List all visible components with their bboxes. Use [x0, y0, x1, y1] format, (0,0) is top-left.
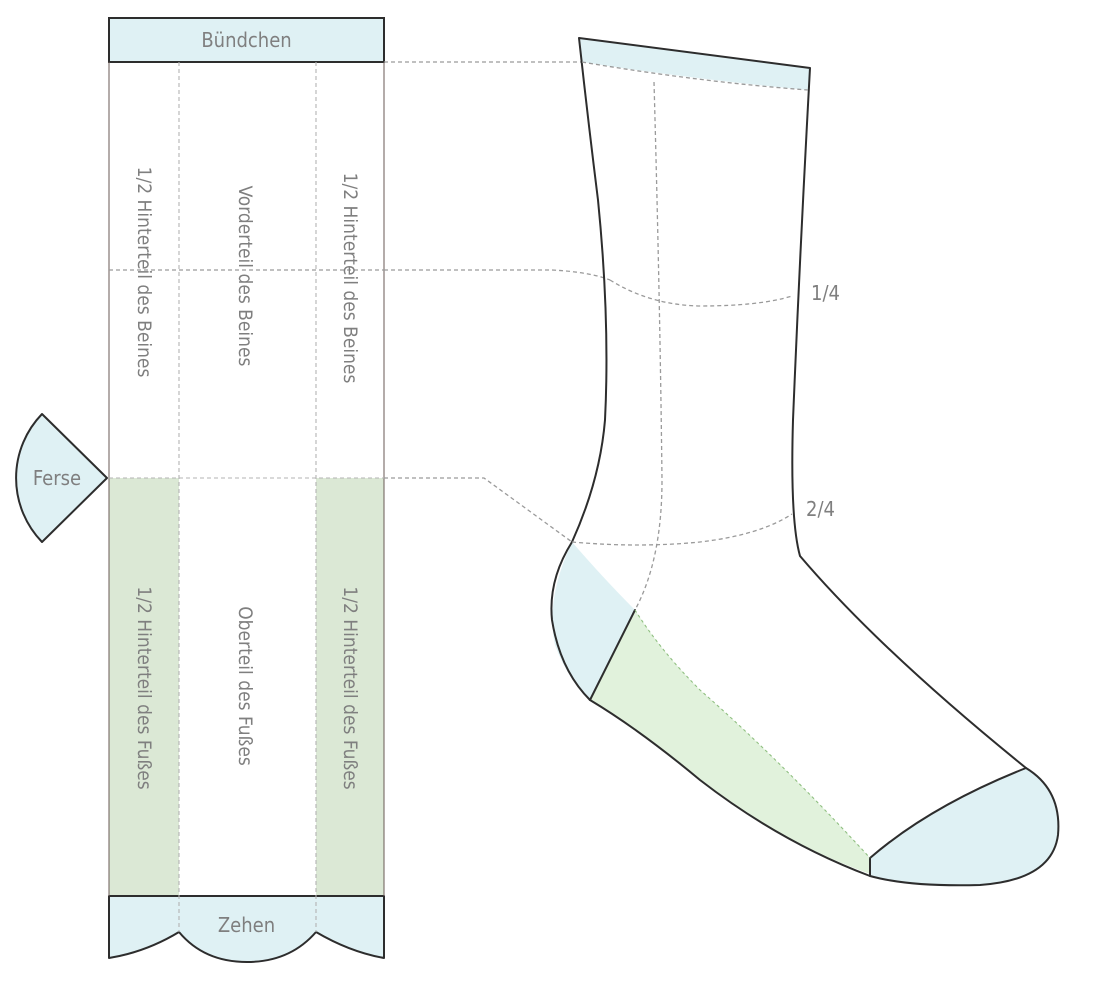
sock-sole-line — [634, 609, 871, 859]
toe-label: Zehen — [218, 913, 275, 937]
leg-front-label: Vorderteil des Beines — [234, 186, 256, 367]
quarter-2-label: 2/4 — [806, 497, 835, 521]
sock-center-line — [634, 81, 663, 611]
sock-illustration: 1/4 2/4 — [550, 37, 1060, 887]
sock-quarter-1-line — [609, 279, 793, 307]
toe-seam — [869, 767, 1027, 877]
flat-pattern: Bündchen Zehen Ferse 1/2 Hinterteil des … — [15, 17, 385, 963]
sock-heel — [552, 542, 635, 700]
heel-connector — [384, 477, 573, 543]
leg-back-left-label: 1/2 Hinterteil des Beines — [133, 167, 155, 378]
quarter-1-label: 1/4 — [811, 281, 840, 305]
toe-strip — [108, 895, 385, 963]
foot-top-label: Oberteil des Fußes — [234, 606, 256, 766]
cuff-band — [108, 17, 385, 63]
quarter-connector — [384, 269, 611, 281]
sock-outline — [550, 37, 1060, 887]
cuff-label: Bündchen — [201, 28, 291, 52]
heel-label: Ferse — [33, 466, 81, 490]
sock-quarter-2-line — [571, 513, 793, 546]
leg-back-right-label: 1/2 Hinterteil des Beines — [339, 173, 361, 384]
foot-back-left-label: 1/2 Hinterteil des Fußes — [133, 586, 155, 789]
sock-cuff — [579, 38, 810, 90]
sock-cuff-line — [581, 61, 809, 91]
foot-back-left-panel — [109, 478, 179, 896]
foot-back-right-panel — [316, 478, 384, 896]
connector-guides — [384, 61, 611, 543]
heel-wedge — [15, 413, 108, 543]
sock-toe — [870, 768, 1059, 886]
heel-sole-seam — [589, 609, 636, 701]
foot-back-right-label: 1/2 Hinterteil des Fußes — [339, 586, 361, 789]
sock-sole — [590, 610, 870, 874]
